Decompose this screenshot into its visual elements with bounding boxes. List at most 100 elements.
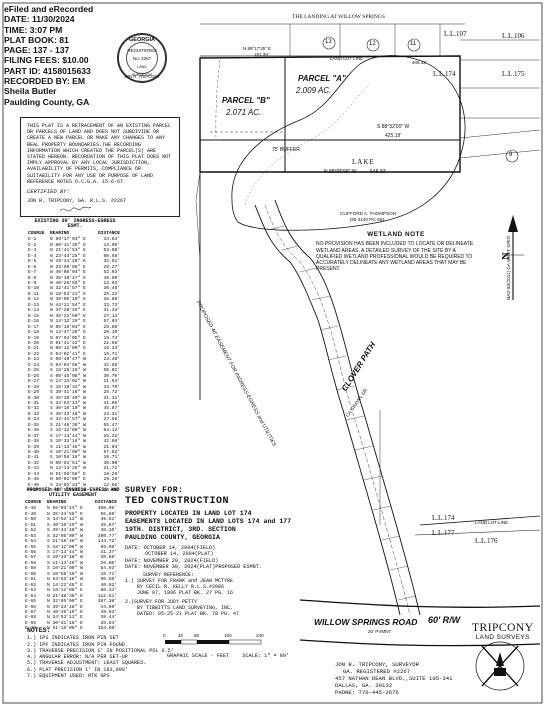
row-bearing: N 18°12'08" E [47, 588, 83, 594]
row-bearing: S 21°48'38" W [47, 539, 83, 545]
row-course: E-28 [28, 384, 40, 390]
row-distance: 468.96' [97, 506, 117, 512]
row-distance: 13.90' [103, 242, 120, 248]
row-bearing: S 10°21'00" W [47, 566, 83, 572]
stamp-line: FILING FEES: $10.00 [4, 55, 89, 66]
row-course: E-36 [28, 428, 40, 434]
row-bearing: S 10°33'16" W [50, 439, 86, 445]
lot-13-marker [322, 36, 336, 50]
row-course: E-44 [28, 471, 40, 477]
row-bearing: S 45°38'40" W [50, 395, 86, 401]
surveyor-line: JON R. TRIPCONY, SURVEYOR [335, 661, 419, 668]
ref-line: 1.) SURVEY FOR FRANK and JEAN MCTYRE [125, 578, 234, 585]
wetland-note-text: NO PROVISION HAS BEEN INCLUDED TO LOCATE… [316, 241, 474, 273]
row-distance: 26.00' [100, 560, 117, 566]
row-bearing: S 16°10'33" W [50, 384, 86, 390]
col-course: COURSE [25, 499, 42, 505]
row-distance: 65.98' [100, 544, 117, 550]
row-distance: 16.71' [103, 351, 120, 357]
row-bearing: S 21°48'38" W [50, 422, 86, 428]
row-distance: 25.32' [103, 433, 120, 439]
row-course: E-15 [28, 313, 40, 319]
existing-table-title: EXISTING 30' INGRESS-EGRESS ESMT. [34, 218, 116, 230]
row-bearing: S 15°12'08" W [50, 428, 86, 434]
ll-174-right-label: L.L.174 [432, 514, 455, 522]
row-distance: 49.03' [100, 609, 117, 615]
row-bearing: N 14°22'46" E [47, 582, 83, 588]
row-distance: 16.34' [103, 346, 120, 352]
row-bearing: N 36°23'50" E [50, 313, 86, 319]
ref-line: DATED: 05-25-21 PLAT BK. 78 PG. 47 [137, 611, 240, 618]
row-course: E-52 [25, 528, 37, 534]
row-course: E-50 [25, 517, 37, 523]
row-bearing: N 14°13'25" W [50, 466, 86, 472]
row-course: E-49 [25, 511, 37, 517]
row-course: E-22 [28, 351, 40, 357]
row-bearing: S 34°02'24" W [50, 482, 86, 488]
row-bearing: S 39°43'48" W [47, 528, 83, 534]
row-bearing: N 32°05'00" E [47, 599, 83, 605]
note-line: 3.) TRAVERSE PRECISION 1' IN POSITIONAL … [27, 647, 174, 654]
filing-stamp: eFiled and eRecorded DATE: 11/30/2024 TI… [4, 4, 112, 107]
row-course: E-13 [28, 302, 40, 308]
surveyor-contact: JON R. TRIPCONY, SURVEYOR GA. REGISTERED… [335, 661, 453, 697]
row-distance: 52.03' [103, 270, 120, 276]
row-bearing: N 55°03'13" E [47, 506, 83, 512]
row-distance: 32.51' [103, 259, 120, 265]
lot-9-label: 9 [509, 152, 513, 158]
thompson-ref: DB 3140 PG 681 [350, 217, 385, 222]
col-bearing: BEARING [47, 499, 67, 505]
survey-references: SURVEY REFERENCE: 1.) SURVEY FOR FRANK a… [125, 572, 345, 617]
ref-line: BY CECIL R. KELLY R.L.S.#2086 [137, 584, 225, 591]
scale-tick: 80 [194, 633, 200, 638]
surveyor-line: DALLAS, GA. 30132 [335, 681, 393, 689]
row-distance: 35.84' [100, 620, 117, 626]
row-course: E-69 [25, 620, 37, 626]
stamp-line: Sheila Butler [4, 86, 57, 97]
lake-outline [231, 55, 466, 231]
tripcony-logo [475, 641, 525, 691]
stamp-line: PAGE: 137 - 137 [4, 45, 70, 56]
scale-label: GRAPHIC SCALE - FEET [167, 653, 230, 659]
row-course: E-8 [28, 275, 37, 281]
property-line: PROPERTY LOCATED IN LAND LOT 174 [125, 509, 252, 517]
lot-12-label: 12 [369, 41, 376, 47]
row-course: E-38 [28, 439, 40, 445]
scale-caption: GRAPHIC SCALE - FEET SCALE: 1" = 80' [167, 653, 289, 659]
row-bearing: S 34°53'13" W [47, 517, 83, 523]
row-distance: 22.55' [103, 340, 120, 346]
mid-bearing: S 88°32'00" W [377, 124, 410, 130]
row-course: E-21 [28, 346, 40, 352]
row-course: E-61 [25, 577, 37, 583]
note-line: 5.) TRAVERSE ADJUSTMENT: LEAST SQUARES. [27, 660, 147, 667]
row-course: E-26 [28, 373, 40, 379]
certification-signer: JON R. TRIPCONY, GA. R.L.S. #2267 [27, 198, 127, 205]
grid-datum-label: NAD 83(2011) GA WEST GRID [506, 236, 511, 300]
row-course: E-54 [25, 539, 37, 545]
parcel-b-area: 2.071 AC. [226, 108, 262, 117]
scale-tick: 160 [224, 633, 232, 638]
parcel-boundary [199, 55, 461, 173]
parcel-a-area: 2.009 AC. [296, 86, 332, 95]
stamp-line: PLAT BOOK: 81 [4, 34, 69, 45]
row-bearing: S 18°12'08" W [47, 544, 83, 550]
row-bearing: N 40°08'04" E [50, 270, 86, 276]
row-distance: 30.68' [100, 555, 117, 561]
row-bearing: N 21°48'38" E [47, 593, 83, 599]
row-course: E-40 [28, 450, 40, 456]
